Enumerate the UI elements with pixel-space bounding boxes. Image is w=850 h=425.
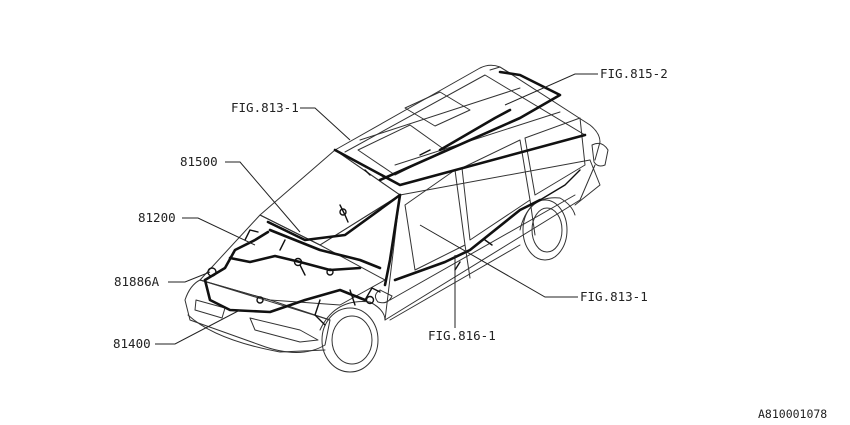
callout-fig815-2: FIG.815-2: [600, 66, 668, 81]
wiring-harness: [203, 70, 587, 326]
callout-part-81400: 81400: [113, 336, 151, 351]
diagram-id: A810001078: [758, 407, 827, 421]
callout-fig813-1-top: FIG.813-1: [231, 100, 299, 115]
callout-fig813-1-right: FIG.813-1: [580, 289, 648, 304]
leader-lines: [155, 73, 598, 345]
callout-labels: FIG.815-2 FIG.813-1 81500 81200 81886A 8…: [113, 66, 827, 421]
callout-fig816-1: FIG.816-1: [428, 328, 496, 343]
callout-part-81200: 81200: [138, 210, 176, 225]
callout-part-81886a: 81886A: [114, 274, 160, 289]
callout-part-81500: 81500: [180, 154, 218, 169]
